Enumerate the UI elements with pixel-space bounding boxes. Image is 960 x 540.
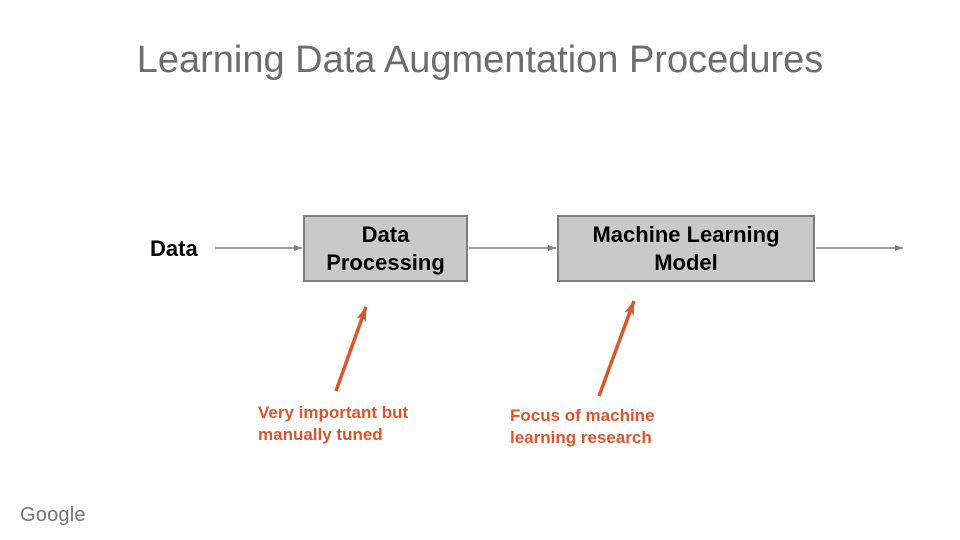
- machine-learning-model-box: Machine Learning Model: [557, 215, 815, 282]
- slide-title: Learning Data Augmentation Procedures: [136, 39, 824, 81]
- data-processing-box-line2: Processing: [326, 249, 445, 275]
- annotation-ml-research-line1: Focus of machine: [510, 406, 655, 425]
- annotation-manually-tuned: Very important but manually tuned: [258, 402, 408, 446]
- annotation-manually-tuned-line1: Very important but: [258, 403, 409, 422]
- annotation-manually-tuned-line2: manually tuned: [258, 425, 383, 444]
- annotation-ml-research: Focus of machine learning research: [510, 405, 655, 449]
- machine-learning-model-box-line1: Machine Learning: [592, 221, 780, 247]
- annotation-arrow-data-processing: [334, 306, 368, 392]
- annotation-arrow-ml-model: [597, 300, 636, 397]
- annotation-ml-research-line2: learning research: [510, 428, 652, 447]
- data-processing-box-line1: Data: [361, 221, 410, 247]
- google-logo: Google: [20, 504, 86, 526]
- machine-learning-model-box-line2: Model: [654, 249, 718, 275]
- data-input-label: Data: [150, 236, 198, 261]
- data-processing-box: Data Processing: [303, 215, 468, 282]
